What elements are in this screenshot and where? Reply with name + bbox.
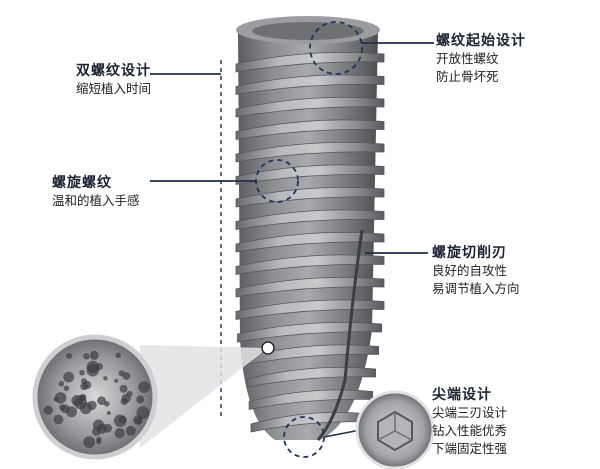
bone-pore xyxy=(63,385,70,391)
bone-pore xyxy=(43,405,53,415)
bone-pore xyxy=(114,378,119,383)
label-apex-line-2: 钻入性能优秀 xyxy=(432,423,508,438)
bone-pore xyxy=(106,411,111,415)
bone-pore xyxy=(136,406,150,419)
bone-pore xyxy=(79,369,85,376)
thread-band xyxy=(235,254,385,275)
bone-pore xyxy=(103,376,108,381)
bone-surface-magnifier xyxy=(32,334,275,460)
label-cutting-edge-line-2: 易调节植入方向 xyxy=(432,281,520,296)
bone-pore xyxy=(53,414,64,425)
bone-pore xyxy=(80,382,88,391)
bone-pore xyxy=(122,372,131,380)
label-spiral-thread-line-1: 温和的植入手感 xyxy=(52,193,140,208)
thread-band xyxy=(235,231,385,253)
bone-pore xyxy=(83,436,96,449)
bone-pore xyxy=(104,401,110,407)
thread-band xyxy=(235,96,385,118)
label-thread-start-line-1: 开放性螺纹 xyxy=(436,51,499,66)
thread-band xyxy=(235,299,385,320)
bone-pore xyxy=(97,396,106,406)
thread-band xyxy=(235,51,385,73)
thread-band xyxy=(246,366,376,388)
bone-pore xyxy=(138,381,151,393)
thread-start-circle xyxy=(309,21,363,75)
bone-pore xyxy=(114,428,125,439)
thread-band xyxy=(235,119,385,140)
label-spiral-thread: 螺旋螺纹 温和的植入手感 xyxy=(52,174,140,210)
bone-pore xyxy=(60,404,70,414)
label-apex-line-1: 尖端三刃设计 xyxy=(432,405,508,420)
bone-pore xyxy=(86,360,100,374)
bone-pore xyxy=(63,371,75,383)
thread-band xyxy=(235,186,385,208)
bone-pore xyxy=(87,400,97,411)
bone-pore xyxy=(54,392,67,404)
bone-pore xyxy=(66,353,73,359)
label-cutting-edge-title: 螺旋切削刃 xyxy=(432,245,507,261)
bone-pore xyxy=(119,384,128,393)
label-thread-start-line-2: 防止骨坏死 xyxy=(436,69,499,84)
thread-band xyxy=(244,344,379,365)
bone-pore xyxy=(89,350,99,360)
label-apex-title: 尖端设计 xyxy=(432,387,492,403)
bone-pore xyxy=(83,353,90,360)
bone-pore xyxy=(78,394,86,402)
bone-pore xyxy=(118,415,127,424)
bone-pore xyxy=(121,393,131,403)
bone-pore xyxy=(58,380,65,387)
bone-pore xyxy=(136,395,145,404)
implant-threads xyxy=(235,51,385,433)
label-apex: 尖端设计 尖端三刃设计 钻入性能优秀 下端固定性强 xyxy=(432,386,507,458)
label-thread-start-title: 螺纹起始设计 xyxy=(436,33,526,49)
label-apex-line-3: 下端固定性强 xyxy=(432,441,508,456)
label-double-thread-title: 双螺纹设计 xyxy=(76,63,151,79)
bone-pore xyxy=(96,439,102,445)
label-spiral-thread-title: 螺旋螺纹 xyxy=(52,175,112,191)
bone-pore xyxy=(125,425,136,436)
thread-band xyxy=(235,164,385,185)
bone-pore xyxy=(135,417,142,425)
implant-collar-inner xyxy=(252,22,364,40)
label-double-thread: 双螺纹设计 缩短植入时间 xyxy=(76,62,151,98)
thread-band xyxy=(235,74,385,95)
apex-tip-magnifier xyxy=(355,390,435,469)
bone-pore xyxy=(92,419,105,431)
label-double-thread-line-1: 缩短植入时间 xyxy=(76,81,152,96)
label-cutting-edge-line-1: 良好的自攻性 xyxy=(432,263,508,278)
thread-band xyxy=(235,141,385,163)
label-thread-start: 螺纹起始设计 开放性螺纹 防止骨坏死 xyxy=(436,32,526,86)
cutting-flute xyxy=(316,229,364,441)
label-spiral-cutting-edge: 螺旋切削刃 良好的自攻性 易调节植入方向 xyxy=(432,244,520,298)
thread-band xyxy=(235,276,385,298)
thread-band xyxy=(235,209,385,230)
thread-band xyxy=(237,321,382,343)
bone-pore xyxy=(115,352,121,358)
